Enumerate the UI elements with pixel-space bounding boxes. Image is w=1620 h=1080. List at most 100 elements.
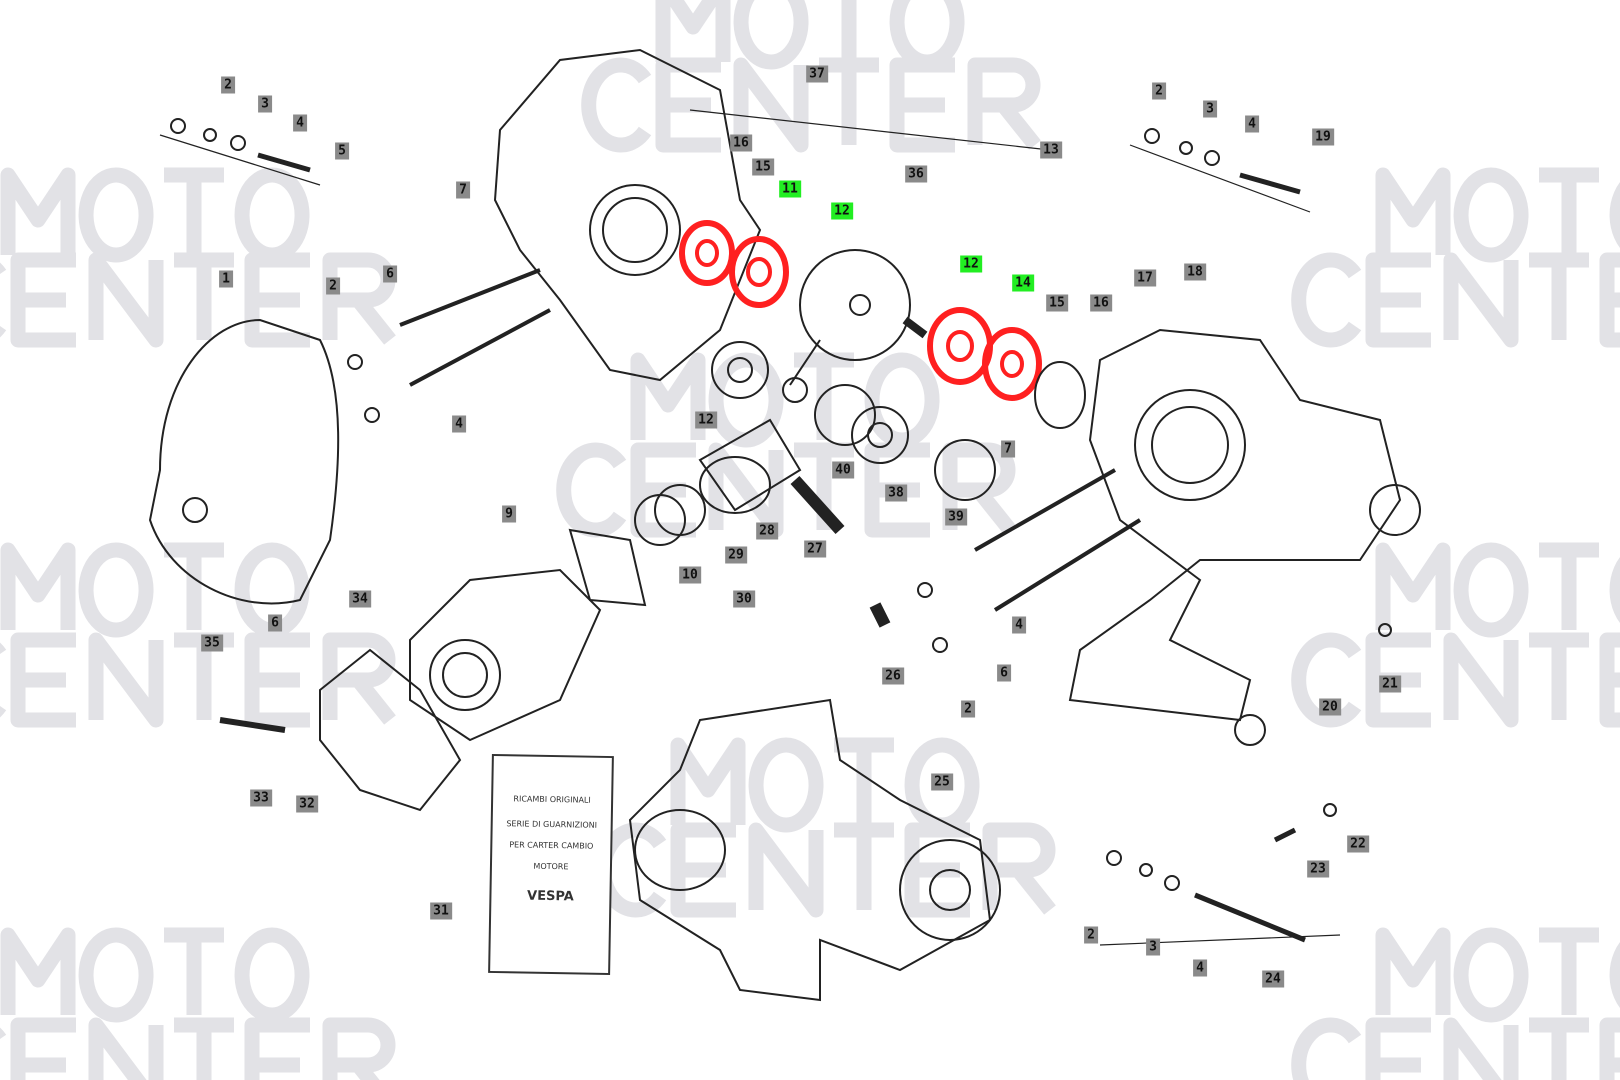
part-label-highlighted: 12 [960, 255, 982, 273]
watermark-word [0, 927, 310, 1023]
part-label-highlighted: 12 [831, 202, 853, 220]
part-label: 4 [293, 114, 307, 132]
fasteners [170, 118, 1392, 943]
watermark-letter-shape [748, 822, 824, 918]
watermark-letter-shape [630, 442, 696, 538]
part-label: 10 [679, 566, 701, 584]
part-label: 3 [258, 95, 272, 113]
part-label: 32 [296, 795, 318, 813]
card-line-3: PER CARTER CAMBIO [509, 840, 594, 851]
part-label: 1 [219, 270, 233, 288]
part-label: 9 [502, 505, 516, 523]
watermark-letter-shape [1365, 252, 1431, 348]
watermark-letter-shape [164, 927, 224, 1015]
watermark-letter-shape [967, 57, 1041, 150]
cylinder [409, 568, 602, 742]
watermark-letter-shape [322, 632, 396, 725]
watermark-letter-shape [942, 442, 1016, 535]
part-label: 30 [733, 590, 755, 608]
part-label: 21 [1379, 675, 1401, 693]
part-label: 6 [997, 664, 1011, 682]
part-label: 18 [1184, 263, 1206, 281]
watermark-letter-shape [234, 927, 310, 1023]
part-label: 3 [1203, 100, 1217, 118]
watermark-letter-shape [819, 57, 879, 145]
highlighted-bearings [679, 220, 1042, 401]
watermark-letter-shape [10, 252, 76, 348]
card-brand: VESPA [526, 888, 574, 905]
watermark-word [1375, 927, 1620, 1023]
watermark-letter-shape [1291, 1017, 1362, 1080]
part-label: 34 [349, 590, 371, 608]
part-label: 25 [931, 773, 953, 791]
watermark-letter-shape [1443, 632, 1519, 728]
watermark-word [0, 542, 310, 638]
part-label: 27 [804, 540, 826, 558]
part-label: 33 [250, 789, 272, 807]
part-label: 20 [1319, 698, 1341, 716]
part-label: 7 [1001, 440, 1015, 458]
watermark-letter-shape [1375, 167, 1451, 255]
part-label: 12 [695, 411, 717, 429]
watermark-word [0, 1017, 396, 1080]
watermark-letter-shape [1375, 542, 1451, 630]
watermark-letter-shape [78, 167, 154, 263]
watermark-letter-shape [88, 252, 164, 348]
bearings-and-circlips [814, 361, 1086, 501]
part-label: 39 [945, 508, 967, 526]
part-label: 2 [1084, 926, 1098, 944]
part-label: 7 [456, 181, 470, 199]
crankcase-right-half [1068, 328, 1421, 746]
card-line-2: SERIE DI GUARNIZIONI [506, 819, 598, 830]
watermark-letter-shape [174, 252, 234, 340]
part-label: 28 [756, 522, 778, 540]
part-label-highlighted: 11 [779, 180, 801, 198]
part-label: 24 [1262, 970, 1284, 988]
cylinder-gasket [568, 528, 647, 607]
part-label: 23 [1307, 860, 1329, 878]
assembled-engine [628, 698, 1001, 1002]
piston [634, 418, 845, 546]
part-label: 6 [268, 614, 282, 632]
part-label: 13 [1040, 141, 1062, 159]
watermark-letter-shape [556, 442, 627, 538]
part-label: 6 [383, 265, 397, 283]
watermark-letter-shape [1443, 1017, 1519, 1080]
watermark-letter-shape [733, 57, 809, 153]
part-label: 29 [725, 546, 747, 564]
part-label: 37 [806, 65, 828, 83]
part-label: 36 [905, 165, 927, 183]
watermark-letter-shape [630, 352, 706, 440]
part-label: 2 [1152, 82, 1166, 100]
watermark-word [1291, 1017, 1620, 1080]
part-label: 40 [832, 461, 854, 479]
watermark-letter-shape [889, 57, 955, 153]
part-label: 17 [1134, 269, 1156, 287]
watermark-letter-shape [10, 632, 76, 728]
part-label: 26 [882, 667, 904, 685]
part-label: 16 [1090, 294, 1112, 312]
part-label: 2 [961, 700, 975, 718]
part-label: 4 [1012, 616, 1026, 634]
watermark-letter-shape [1453, 167, 1529, 263]
watermark-letter-shape [655, 0, 731, 62]
flywheel-cover [148, 318, 340, 605]
card-line-4: MOTORE [533, 861, 569, 872]
watermark-letter-shape [841, 0, 857, 62]
watermark-letter-shape [581, 57, 652, 153]
watermark-letter-shape [982, 822, 1056, 915]
part-label-highlighted: 14 [1012, 274, 1034, 292]
watermark-letter-shape [0, 167, 76, 255]
watermark-letter-shape [244, 1017, 310, 1080]
watermark-letter-shape [864, 352, 940, 448]
watermark-letter-shape [1291, 632, 1362, 728]
crankcase-left-half [493, 48, 769, 399]
watermark-letter-shape [1453, 542, 1529, 638]
part-label: 4 [452, 415, 466, 433]
watermark-letter-shape [1291, 252, 1362, 348]
crankshaft [782, 249, 928, 403]
watermark-letter-shape [10, 1017, 76, 1080]
watermark-letter-shape [164, 167, 224, 255]
watermark-letter-shape [1599, 632, 1620, 728]
